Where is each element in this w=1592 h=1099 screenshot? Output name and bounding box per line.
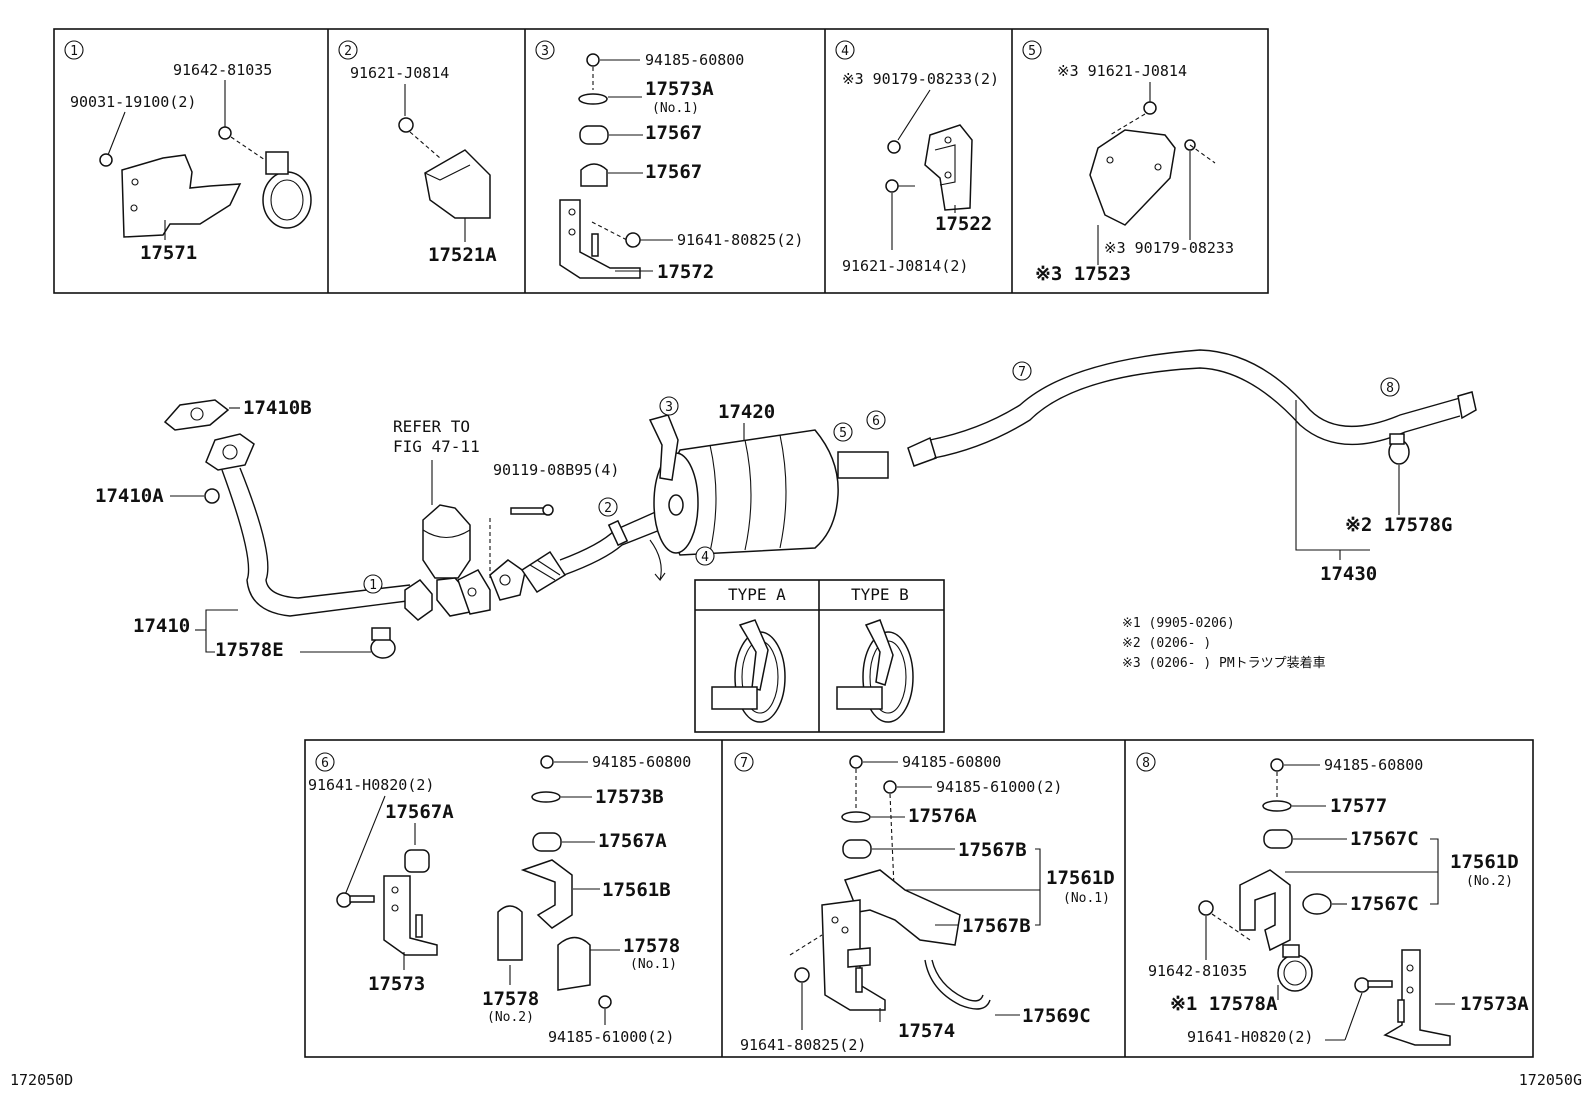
part-number: 94185-61000(2)	[936, 778, 1062, 796]
part-number: 17567	[645, 161, 702, 183]
part-number: 17578	[623, 935, 680, 957]
part-number: 17572	[657, 261, 714, 283]
part-number: 17561D	[1046, 867, 1115, 889]
svg-text:3: 3	[665, 400, 673, 415]
part-number: ※1 17578A	[1170, 993, 1278, 1015]
part-number: ※3 91621-J0814	[1057, 62, 1187, 80]
svg-text:3: 3	[541, 44, 549, 59]
part-note: (No.2)	[1466, 874, 1513, 889]
detail-panel-7: 7 94185-60800 94185-61000(2) 17576A 1756…	[734, 752, 1115, 1054]
part-number: 17522	[935, 213, 992, 235]
svg-text:8: 8	[1142, 756, 1150, 771]
part-number: 91642-81035	[1148, 962, 1247, 980]
part-number: 17410	[133, 615, 190, 637]
footnote: ※2 (0206- )	[1122, 636, 1211, 651]
svg-text:2: 2	[344, 44, 352, 59]
detail-panel-1: 1 91642-81035 90031-19100(2) 17571	[64, 40, 312, 264]
type-a-label: TYPE A	[728, 585, 786, 604]
part-number: 17561D	[1450, 851, 1519, 873]
part-number: 17521A	[428, 244, 497, 266]
part-number: 17574	[898, 1020, 955, 1042]
detail-panel-row-top	[53, 28, 1269, 294]
detail-panel-2: 2 91621-J0814 17521A	[338, 40, 497, 266]
part-number: 17569C	[1022, 1005, 1091, 1027]
part-number: ※2 17578G	[1345, 514, 1452, 536]
part-note: (No.1)	[652, 101, 699, 116]
svg-text:5: 5	[1028, 44, 1036, 59]
part-number: 17576A	[908, 805, 977, 827]
main-exhaust-assembly: 17410B 17410A 1 17578E 17410 REFER TO FI…	[95, 349, 1477, 661]
footnotes: ※1 (9905-0206) ※2 (0206- ) ※3 (0206- ) P…	[1122, 616, 1326, 671]
detail-panel-5: 5 ※3 91621-J0814 ※3 90179-08233 ※3 17523	[1022, 40, 1234, 285]
part-number: 17410B	[243, 397, 312, 419]
part-number: 17578E	[215, 639, 284, 661]
page-code-left: 172050D	[10, 1071, 73, 1089]
type-inset: TYPE A TYPE B	[694, 579, 945, 733]
part-number: 17567B	[962, 915, 1031, 937]
part-number: 91641-H0820(2)	[1187, 1028, 1313, 1046]
type-b-label: TYPE B	[851, 585, 909, 604]
part-number: 17567	[645, 122, 702, 144]
part-number: 17571	[140, 242, 197, 264]
part-number: 17430	[1320, 563, 1377, 585]
part-number: ※3 90179-08233	[1104, 239, 1234, 257]
part-number: 17578	[482, 988, 539, 1010]
part-note: (No.2)	[487, 1010, 534, 1025]
part-number: 91641-80825(2)	[677, 231, 803, 249]
detail-panel-3: 3 94185-60800 17573A (No.1) 17567 17567 …	[535, 40, 803, 283]
svg-text:2: 2	[604, 501, 612, 516]
part-number: 17567C	[1350, 828, 1419, 850]
part-number: ※3 17523	[1035, 263, 1131, 285]
part-number: 94185-60800	[645, 51, 744, 69]
part-number: 17561B	[602, 879, 671, 901]
svg-text:4: 4	[841, 44, 849, 59]
part-number: 17573B	[595, 786, 664, 808]
footnote: ※1 (9905-0206)	[1122, 616, 1235, 631]
part-number: ※3 90179-08233(2)	[842, 70, 999, 88]
footnote: ※3 (0206- ) PMトラツプ装着車	[1122, 655, 1326, 671]
part-number: 91641-H0820(2)	[308, 776, 434, 794]
part-number: 17567A	[385, 801, 454, 823]
part-number: 17567B	[958, 839, 1027, 861]
detail-panel-6: 6 94185-60800 91641-H0820(2) 17567A 1757…	[308, 752, 691, 1046]
refer-note: FIG 47-11	[393, 437, 480, 456]
detail-panel-row-bottom	[304, 739, 1534, 1058]
svg-text:7: 7	[740, 756, 748, 771]
part-number: 94185-60800	[592, 753, 691, 771]
part-number: 17420	[718, 401, 775, 423]
part-number: 17573A	[1460, 993, 1529, 1015]
part-number: 94185-60800	[902, 753, 1001, 771]
part-number: 17567C	[1350, 893, 1419, 915]
svg-text:6: 6	[321, 756, 329, 771]
part-number: 91641-80825(2)	[740, 1036, 866, 1054]
svg-text:6: 6	[872, 414, 880, 429]
part-number: 17577	[1330, 795, 1387, 817]
callout-1-label: 1	[70, 44, 78, 59]
page-code-right: 172050G	[1519, 1071, 1582, 1089]
svg-text:4: 4	[701, 550, 709, 565]
svg-text:1: 1	[369, 578, 377, 593]
svg-text:5: 5	[839, 426, 847, 441]
part-number: 94185-60800	[1324, 756, 1423, 774]
detail-panel-4: 4 ※3 90179-08233(2) 17522 91621-J0814(2)	[835, 40, 999, 275]
part-number: 17410A	[95, 485, 164, 507]
part-number: 17573A	[645, 78, 714, 100]
part-number: 91642-81035	[173, 61, 272, 79]
part-note: (No.1)	[630, 957, 677, 972]
svg-text:8: 8	[1386, 381, 1394, 396]
part-note: (No.1)	[1063, 891, 1110, 906]
part-number: 17573	[368, 973, 425, 995]
refer-note: REFER TO	[393, 417, 470, 436]
detail-panel-8: 8 94185-60800 17577 17567C 17561D (No.2)…	[1136, 752, 1529, 1046]
part-number: 90031-19100(2)	[70, 93, 196, 111]
part-number: 94185-61000(2)	[548, 1028, 674, 1046]
svg-text:7: 7	[1018, 365, 1026, 380]
part-number: 91621-J0814(2)	[842, 257, 968, 275]
part-number: 91621-J0814	[350, 64, 449, 82]
part-number: 17567A	[598, 830, 667, 852]
part-number: 90119-08B95(4)	[493, 461, 619, 479]
